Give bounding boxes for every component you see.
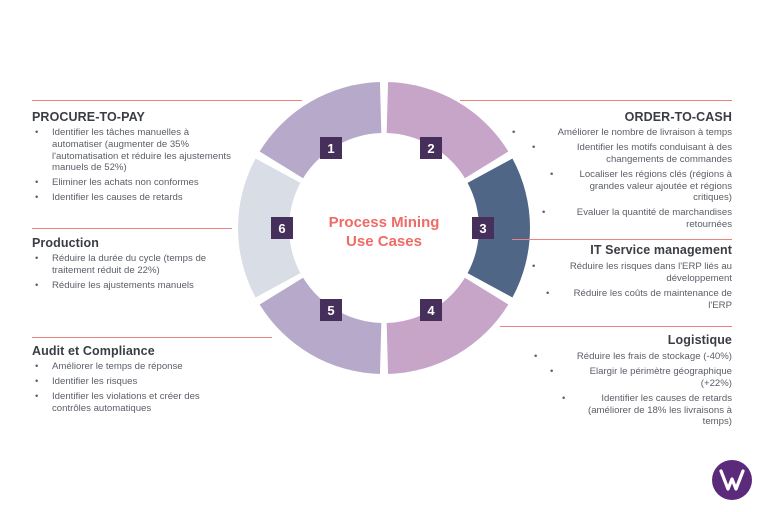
- list-item: •Améliorer le nombre de livraison à temp…: [512, 127, 732, 138]
- step-badge-5: 5: [320, 299, 342, 321]
- itsm-list: •Réduire les risques dans l'ERP liés au …: [532, 261, 732, 315]
- logistique-title: Logistique: [667, 333, 732, 347]
- production-list: Réduire la durée du cycle (temps de trai…: [32, 253, 232, 295]
- list-item: Identifier les tâches manuelles à automa…: [32, 127, 232, 174]
- list-item: Réduire la durée du cycle (temps de trai…: [32, 253, 232, 277]
- step-number: 4: [427, 303, 435, 318]
- step-number: 3: [479, 221, 486, 236]
- audit-rule: [32, 337, 272, 338]
- company-logo: [712, 460, 752, 500]
- production-title: Production: [32, 236, 99, 250]
- itsm-rule: [512, 239, 732, 240]
- list-item: Réduire les ajustements manuels: [32, 280, 232, 292]
- list-item: Améliorer le temps de réponse: [32, 361, 232, 373]
- step-badge-4: 4: [420, 299, 442, 321]
- list-item: Identifier les violations et créer des c…: [32, 391, 232, 415]
- order-list: •Améliorer le nombre de livraison à temp…: [512, 127, 732, 234]
- list-item: •Identifier les causes de retards (améli…: [562, 392, 732, 428]
- order-rule: [460, 100, 732, 101]
- step-number: 1: [327, 141, 334, 156]
- list-item: •Localiser les régions clés (régions à g…: [550, 168, 732, 204]
- step-number: 5: [327, 303, 334, 318]
- step-badge-2: 2: [420, 137, 442, 159]
- audit-list: Améliorer le temps de réponse Identifier…: [32, 361, 232, 418]
- step-badge-3: 3: [472, 217, 494, 239]
- list-item: •Réduire les coûts de maintenance de l'E…: [546, 287, 732, 311]
- logistique-rule: [500, 326, 732, 327]
- logistique-list: •Réduire les frais de stockage (-40%) •E…: [534, 351, 732, 431]
- procure-title: PROCURE-TO-PAY: [32, 110, 145, 124]
- center-title-line1: Process Mining: [329, 214, 440, 231]
- list-item: •Identifier les motifs conduisant à des …: [532, 141, 732, 165]
- list-item: Eliminer les achats non conformes: [32, 177, 232, 189]
- wheel-seg6: [238, 158, 301, 298]
- list-item: •Réduire les frais de stockage (-40%): [534, 351, 732, 362]
- list-item: •Evaluer la quantité de marchandises ret…: [542, 207, 732, 231]
- procure-list: Identifier les tâches manuelles à automa…: [32, 127, 232, 207]
- list-item: •Elargir le périmètre géographique (+22%…: [550, 365, 732, 389]
- wheel-seg5: [259, 277, 382, 374]
- order-title: ORDER-TO-CASH: [624, 110, 732, 124]
- wheel-seg1: [259, 82, 382, 179]
- wheel-seg3: [467, 158, 530, 298]
- list-item: Identifier les causes de retards: [32, 192, 232, 204]
- itsm-title: IT Service management: [590, 243, 732, 257]
- audit-title: Audit et Compliance: [32, 344, 155, 358]
- center-title-line2: Use Cases: [346, 233, 422, 250]
- step-number: 2: [427, 141, 434, 156]
- wheel-seg4: [386, 277, 509, 374]
- procure-rule: [32, 100, 302, 101]
- list-item: Identifier les risques: [32, 376, 232, 388]
- production-rule: [32, 228, 232, 229]
- step-badge-6: 6: [271, 217, 293, 239]
- wheel-seg2: [386, 82, 509, 179]
- step-number: 6: [278, 221, 285, 236]
- step-badge-1: 1: [320, 137, 342, 159]
- list-item: •Réduire les risques dans l'ERP liés au …: [532, 261, 732, 284]
